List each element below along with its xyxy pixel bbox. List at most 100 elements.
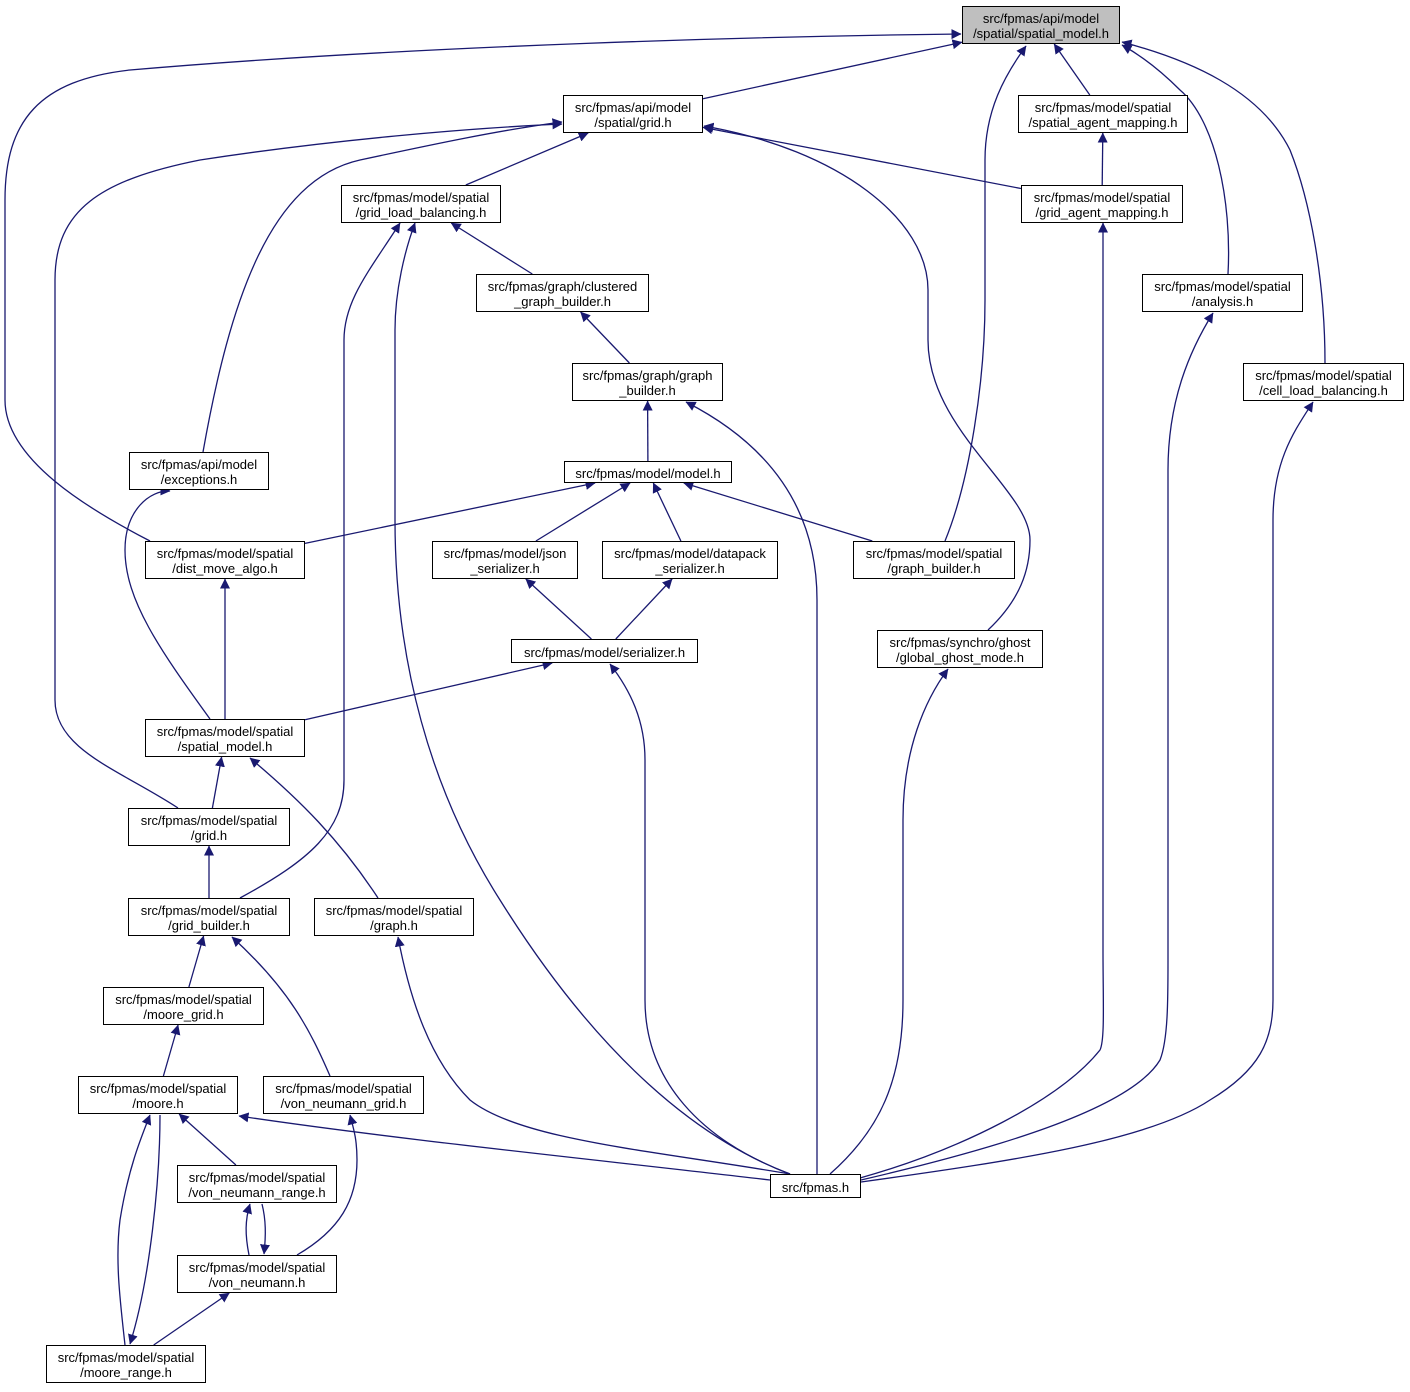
node-label-line: src/fpmas/model/spatial [275,1081,412,1096]
node-label-line: src/fpmas/model/spatial [1034,100,1172,115]
edge-spatial_agent_mapping-to-spatial_model_api [1053,43,1091,96]
edge-moore_range-to-von_neumann [153,1292,230,1346]
edge-grid_agent_mapping-to-spatial_agent_mapping [1097,132,1108,186]
edge-moore_range-to-moore [117,1114,152,1346]
node-fpmas[interactable]: src/fpmas.h [770,1174,861,1198]
edge-dist_move_algo-to-model [304,480,596,545]
node-label-line: src/fpmas/model/spatial [352,190,490,205]
node-grid-api[interactable]: src/fpmas/api/model/spatial/grid.h [563,95,703,133]
node-label-line: src/fpmas/synchro/ghost [889,635,1031,650]
edge-spatial_model_model-to-exceptions [124,485,211,720]
node-label-line: _builder.h [619,383,676,398]
node-clustered-graph-builder[interactable]: src/fpmas/graph/clustered_graph_builder.… [476,274,649,312]
edge-clustered_graph_builder-to-grid_load_balancing [450,222,533,275]
node-grid-model[interactable]: src/fpmas/model/spatial/grid.h [128,808,290,846]
edge-fpmas-to-grid_load_balancing [394,222,791,1175]
node-label-line: src/fpmas/model/datapack [614,546,766,561]
edge-spatial_model_model-to-serializer [304,660,553,721]
edge-grid_builder-to-grid_load_balancing [239,222,401,899]
node-label-line: src/fpmas/model/spatial [140,813,278,828]
node-label-line: /graph.h [370,918,418,933]
node-label-line: src/fpmas/model/model.h [575,465,721,481]
node-label-line: src/fpmas/api/model [574,100,692,115]
node-label-line: src/fpmas/model/spatial [115,992,252,1007]
node-moore-grid[interactable]: src/fpmas/model/spatial/moore_grid.h [103,987,264,1025]
node-model[interactable]: src/fpmas/model/model.h [564,461,732,483]
node-graph-spatial[interactable]: src/fpmas/model/spatial/graph.h [314,898,474,936]
node-label-line: /von_neumann_grid.h [280,1096,407,1111]
edge-analysis-to-spatial_model_api [1121,44,1230,275]
node-json-serializer[interactable]: src/fpmas/model/json_serializer.h [432,541,578,579]
node-label-line: src/fpmas/model/serializer.h [523,644,686,660]
node-label-line: _serializer.h [470,561,540,576]
edge-graph_builder_spatial-to-model [683,481,873,542]
node-label-line: /analysis.h [1191,294,1254,309]
edge-dist_move_algo-to-spatial_model_api [4,29,962,542]
node-label-line: src/fpmas/model/spatial [156,546,294,561]
node-label-line: _graph_builder.h [514,294,611,309]
node-label-line: /moore_range.h [80,1365,172,1380]
node-label-line: /graph_builder.h [887,561,981,576]
edge-moore-to-moore_range [128,1114,161,1345]
node-label-line: /grid_load_balancing.h [355,205,487,220]
edge-fpmas-to-global_ghost_mode [829,668,949,1175]
node-label-line: src/fpmas/model/json [443,546,567,561]
edge-von_neumann-to-von_neumann_range [242,1203,252,1256]
node-label-line: src/fpmas/graph/graph [582,368,713,383]
edge-fpmas-to-serializer [609,663,791,1175]
node-label-line: src/fpmas/api/model [982,11,1100,26]
node-analysis[interactable]: src/fpmas/model/spatial/analysis.h [1142,274,1303,312]
node-label-line: /moore.h [132,1096,184,1111]
node-cell-load-balancing[interactable]: src/fpmas/model/spatial/cell_load_balanc… [1243,363,1404,401]
node-von-neumann-grid[interactable]: src/fpmas/model/spatial/von_neumann_grid… [263,1076,424,1114]
edge-fpmas-to-grid_agent_mapping [859,222,1108,1179]
node-label-line: src/fpmas/model/spatial [89,1081,227,1096]
node-grid-load-balancing[interactable]: src/fpmas/model/spatial/grid_load_balanc… [341,185,501,223]
edge-serializer-to-datapack_serializer [615,578,673,640]
edge-fpmas-to-graph_spatial [394,936,791,1175]
node-spatial-agent-mapping[interactable]: src/fpmas/model/spatial/spatial_agent_ma… [1018,95,1188,133]
node-serializer[interactable]: src/fpmas/model/serializer.h [511,639,698,663]
node-moore-range[interactable]: src/fpmas/model/spatial/moore_range.h [46,1345,206,1383]
node-label-line: /spatial/spatial_model.h [973,26,1109,41]
edge-cell_load_balancing-to-spatial_model_api [1121,39,1326,364]
edge-grid_load_balancing-to-grid_api [465,132,589,186]
edge-von_neumann_grid-to-grid_builder [231,936,331,1077]
edge-moore-to-moore_grid [162,1024,181,1077]
node-von-neumann[interactable]: src/fpmas/model/spatial/von_neumann.h [177,1255,337,1293]
edge-graph_builder_graph-to-clustered_graph_builder [580,311,630,364]
node-grid-agent-mapping[interactable]: src/fpmas/model/spatial/grid_agent_mappi… [1021,185,1183,223]
edge-exceptions-to-grid_api [202,118,563,453]
node-dist-move-algo[interactable]: src/fpmas/model/spatial/dist_move_algo.h [145,541,305,579]
node-spatial-model-model[interactable]: src/fpmas/model/spatial/spatial_model.h [145,719,305,757]
node-label-line: /exceptions.h [160,472,238,487]
edge-fpmas-to-graph_builder_graph [685,401,818,1174]
edge-datapack_serializer-to-model [652,482,682,542]
node-label-line: src/fpmas/api/model [140,457,258,472]
node-global-ghost-mode[interactable]: src/fpmas/synchro/ghost/global_ghost_mod… [877,630,1043,668]
node-label-line: /moore_grid.h [143,1007,224,1022]
node-label-line: /cell_load_balancing.h [1259,383,1388,398]
node-moore[interactable]: src/fpmas/model/spatial/moore.h [78,1076,238,1114]
edge-moore_grid-to-grid_builder [188,935,206,988]
edge-json_serializer-to-model [535,482,631,542]
node-label-line: /spatial_model.h [177,739,273,754]
node-label-line: _serializer.h [655,561,725,576]
node-label-line: src/fpmas/model/spatial [865,546,1003,561]
node-graph-builder-graph[interactable]: src/fpmas/graph/graph_builder.h [572,363,723,401]
edge-global_ghost_mode-to-grid_api [703,122,1031,631]
node-label-line: /grid_builder.h [168,918,250,933]
node-label-line: src/fpmas.h [781,1179,850,1195]
node-grid-builder[interactable]: src/fpmas/model/spatial/grid_builder.h [128,898,290,936]
node-label-line: src/fpmas/model/spatial [1154,279,1291,294]
node-exceptions[interactable]: src/fpmas/api/model/exceptions.h [129,452,269,490]
node-spatial-model-api[interactable]: src/fpmas/api/model/spatial/spatial_mode… [962,6,1120,44]
node-datapack-serializer[interactable]: src/fpmas/model/datapack_serializer.h [602,541,778,579]
node-graph-builder-spatial[interactable]: src/fpmas/model/spatial/graph_builder.h [853,541,1015,579]
node-von-neumann-range[interactable]: src/fpmas/model/spatial/von_neumann_rang… [177,1165,337,1203]
node-label-line: /von_neumann_range.h [188,1185,326,1200]
node-label-line: src/fpmas/graph/clustered [487,279,638,294]
node-label-line: src/fpmas/model/spatial [57,1350,195,1365]
edge-graph_builder_spatial-to-spatial_model_api [944,45,1027,542]
